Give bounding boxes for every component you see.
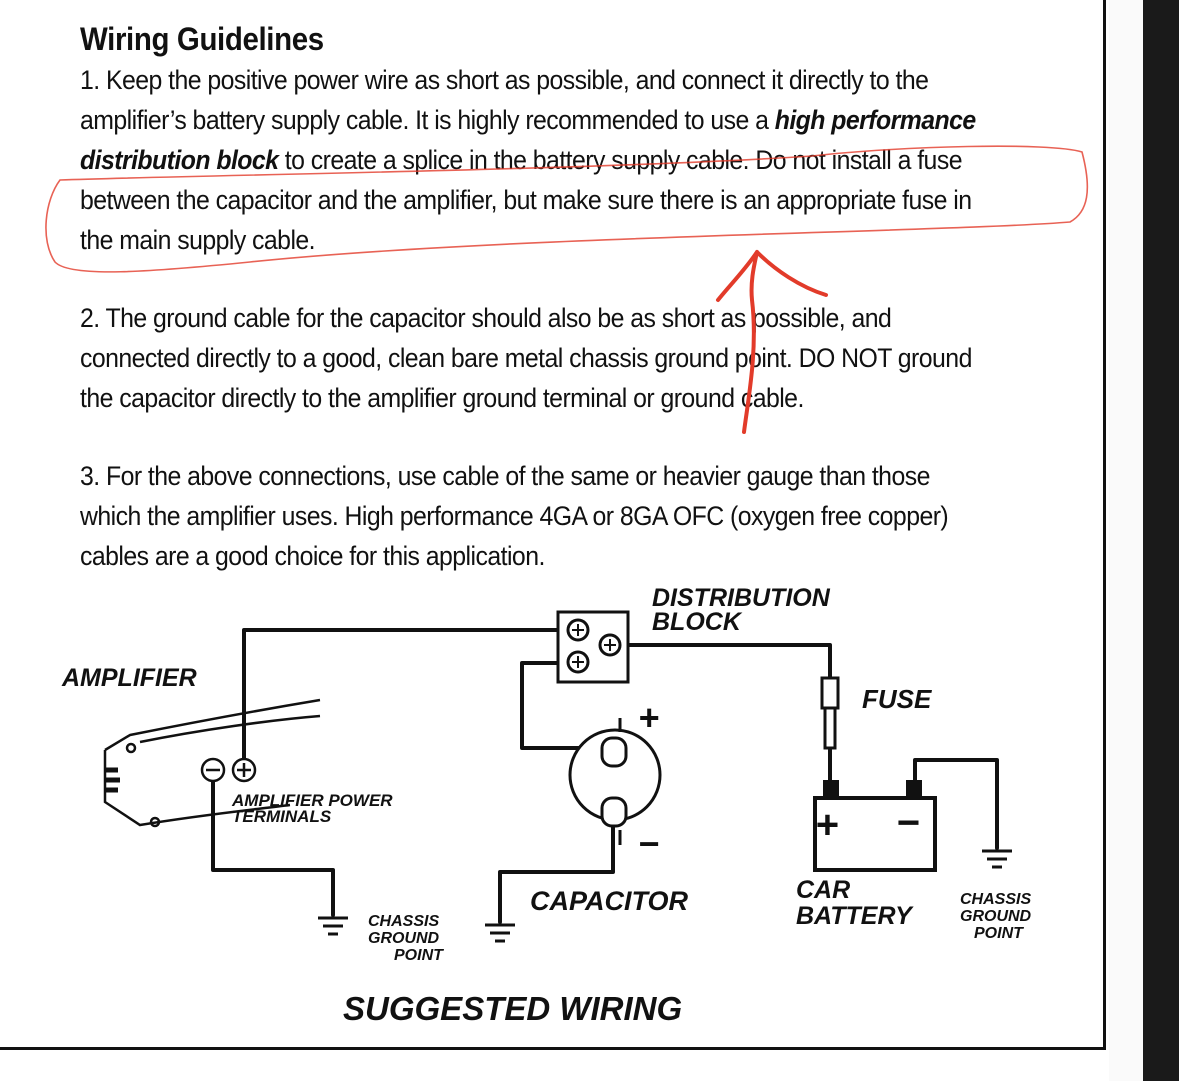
annotation-arrow [716, 250, 828, 434]
diagram-caption: SUGGESTED WIRING [343, 990, 682, 1027]
guideline-1-text: 1. Keep the positive power wire as short… [80, 65, 929, 135]
battery-ground-wire [913, 758, 999, 850]
guideline-1: 1. Keep the positive power wire as short… [80, 60, 991, 260]
fuse-label: FUSE [862, 684, 932, 714]
annotation-loop [45, 145, 1089, 273]
car-battery-label-2: BATTERY [796, 902, 914, 930]
amplifier-label: AMPLIFIER [61, 664, 197, 692]
guideline-2: 2. The ground cable for the capacitor sh… [80, 303, 972, 413]
car-battery [813, 780, 937, 872]
amp-terminals-label-2: TERMINALS [232, 807, 332, 826]
distribution-block-label: DISTRIBUTION [652, 584, 831, 612]
guideline-1-emphasis: high performance distribution block [80, 105, 976, 175]
ground-symbol-icon [318, 849, 1012, 943]
page-frame [0, 0, 1106, 1050]
chassis-ground-label-1: CHASSIS [368, 913, 439, 930]
page-gap [1109, 0, 1143, 1081]
guideline-3: 3. For the above connections, use cable … [80, 461, 949, 571]
chassis-ground-label-1b: GROUND [368, 930, 440, 947]
guideline-1-rest: to create a splice in the battery supply… [80, 145, 972, 255]
capacitor [568, 718, 662, 845]
battery-minus-sign: − [896, 801, 919, 845]
wiring-diagram: + − + − DISTRIBUTION BLOCK AMPLIFIER FUS… [61, 584, 1032, 1027]
chassis-ground-label-2: CHASSIS [960, 891, 1031, 908]
chassis-ground-label-2b: GROUND [960, 908, 1032, 925]
dark-edge [1143, 0, 1179, 1081]
chassis-ground-label-1c: POINT [394, 947, 444, 964]
block-to-fuse-wire [625, 643, 832, 680]
car-battery-label: CAR [796, 876, 850, 904]
cap-plus-sign: + [638, 697, 659, 738]
block-to-cap-wire [520, 661, 604, 750]
battery-plus-sign: + [815, 803, 838, 847]
amp-ground-wire [211, 778, 335, 917]
distribution-block-label-2: BLOCK [652, 608, 743, 636]
wiring-guidelines: Wiring Guidelines 1. Keep the positive p… [80, 18, 991, 576]
amp-terminals-label: AMPLIFIER POWER [231, 791, 393, 810]
cap-ground-wire [498, 813, 615, 924]
cap-minus-sign: − [638, 823, 659, 864]
red-annotations [45, 145, 1089, 434]
amp-positive-wire [242, 628, 562, 762]
fuse [820, 676, 840, 750]
distribution-block [556, 610, 630, 684]
amplifier-body [103, 698, 321, 828]
capacitor-label: CAPACITOR [530, 886, 689, 916]
page-title: Wiring Guidelines [80, 21, 324, 57]
chassis-ground-label-2c: POINT [974, 925, 1024, 942]
